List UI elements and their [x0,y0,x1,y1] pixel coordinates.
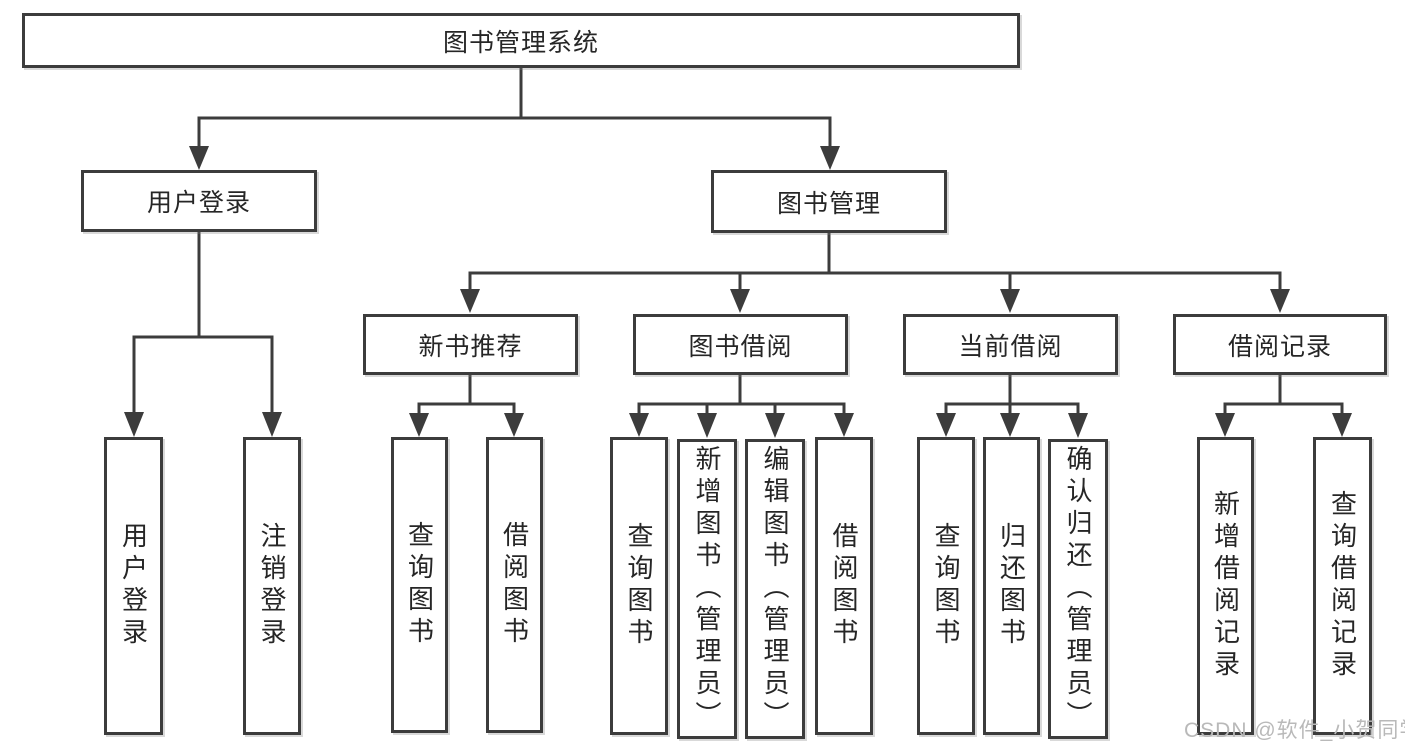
arrow-down-icon [730,289,750,313]
arrow-down-icon [1270,289,1290,313]
node-query-books: 查询图书 [917,437,975,735]
node-label: 当前借阅 [958,332,1063,361]
node-label: 用户登录 [146,189,251,217]
connector-lines [132,66,1344,416]
arrow-down-icon [629,413,649,437]
node-label: 归还图书 [996,522,1027,650]
node-query-books: 查询图书 [391,437,448,733]
arrow-down-icon [504,413,524,437]
arrowheads [124,146,1352,438]
arrow-down-icon [820,146,840,170]
node-label: 查询图书 [404,521,435,649]
node-label: 用户登录 [118,522,149,650]
node-logout: 注销登录 [243,437,301,735]
node-label: 查询借阅记录 [1327,490,1358,682]
node-new-book-recommendation: 新书推荐 [363,314,578,375]
arrow-down-icon [697,413,717,438]
edge-bookborrow-to-leaves [637,373,846,416]
edge-root-to-level2 [197,66,832,147]
arrow-down-icon [1215,413,1235,437]
node-user-login: 用户登录 [81,170,317,232]
node-return-books: 归还图书 [983,437,1040,735]
arrow-down-icon [765,413,785,438]
node-book-borrowing: 图书借阅 [633,314,848,375]
arrow-down-icon [1000,413,1020,437]
node-current-borrowing: 当前借阅 [903,314,1118,375]
node-label: 图书管理 [776,189,881,218]
node-label: 注销登录 [257,522,287,650]
arrow-down-icon [1068,413,1088,438]
node-user-login-leaf: 用户登录 [104,437,163,735]
arrow-down-icon [1332,413,1352,437]
node-label: 借阅图书 [829,522,859,650]
edge-book-mgmt-to-groups [468,231,1282,291]
node-query-borrow-record: 查询借阅记录 [1313,437,1372,735]
arrow-down-icon [460,289,480,313]
arrow-down-icon [262,412,282,437]
edge-user-login-to-leaves [132,230,274,414]
node-label: 编辑图书（管理员） [760,445,790,733]
node-label: 查询图书 [624,522,654,650]
node-label: 借阅图书 [499,521,530,649]
node-edit-books-admin: 编辑图书（管理员） [745,439,805,739]
node-book-management: 图书管理 [711,170,947,233]
node-library-management-system: 图书管理系统 [22,13,1020,68]
node-label: 新书推荐 [418,332,523,361]
node-label: 确认归还（管理员） [1063,445,1093,733]
node-add-borrow-record: 新增借阅记录 [1197,437,1254,735]
arrow-down-icon [409,413,429,437]
node-borrowing-records: 借阅记录 [1173,314,1387,375]
edge-currentborrow-to-leaves [944,373,1080,416]
node-label: 图书借阅 [688,332,793,361]
arrow-down-icon [124,412,144,437]
node-label: 新增借阅记录 [1210,490,1241,682]
node-confirm-return-admin: 确认归还（管理员） [1048,439,1108,739]
node-label: 借阅记录 [1227,332,1332,361]
node-borrow-books: 借阅图书 [486,437,543,733]
edge-records-to-leaves [1223,373,1344,416]
arrow-down-icon [834,413,854,437]
arrow-down-icon [936,413,956,437]
node-query-books: 查询图书 [610,437,668,735]
node-label: 新增图书（管理员） [692,445,722,733]
node-add-books-admin: 新增图书（管理员） [677,439,737,739]
arrow-down-icon [1000,289,1020,313]
arrow-down-icon [189,146,209,170]
edge-newbook-to-leaves [417,373,516,416]
csdn-watermark: CSDN @软件_小贺同学 [1184,719,1405,742]
node-label: 查询图书 [931,522,961,650]
node-borrow-books: 借阅图书 [815,437,873,735]
node-label: 图书管理系统 [442,28,599,57]
